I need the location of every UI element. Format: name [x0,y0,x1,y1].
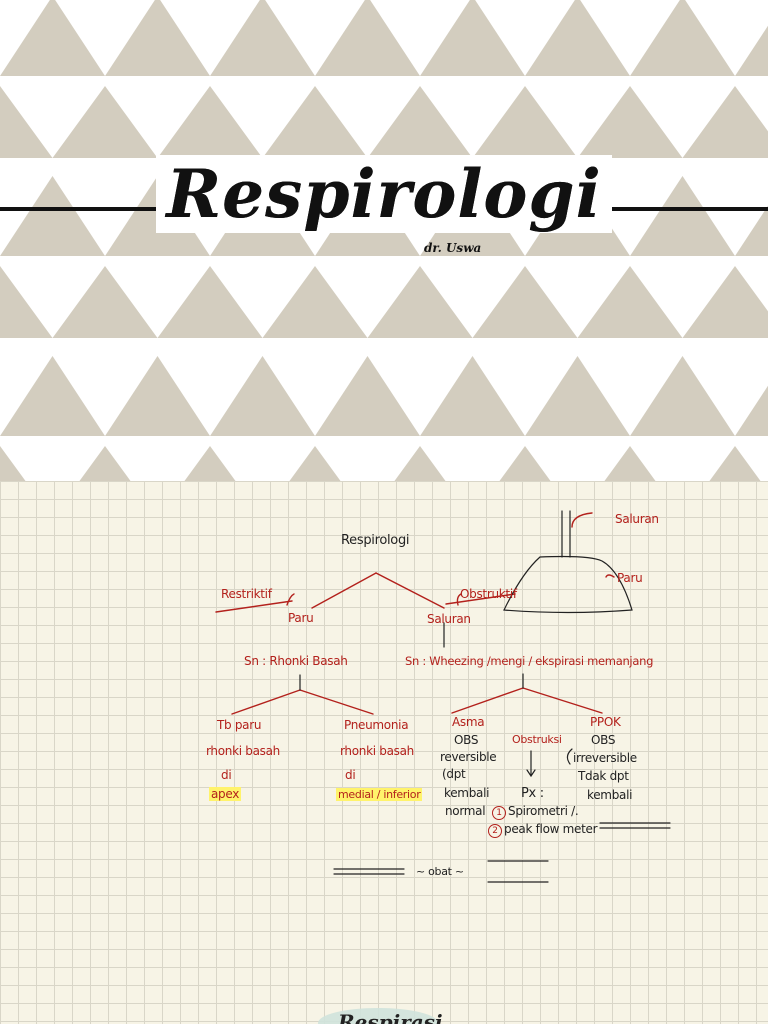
pattern-triangle [394,446,446,481]
node-paru: Paru [288,611,314,625]
node-ppok-line2: irreversible [573,751,637,765]
pattern-triangle [577,266,683,338]
node-sn-left: Sn : Rhonki Basah [244,654,348,668]
pattern-triangle [472,86,578,158]
pattern-triangle [367,266,473,338]
pattern-triangle [184,446,236,481]
branch-line-paru [311,572,377,609]
pattern-triangle [682,266,768,338]
node-pneumonia-line2: di [345,768,356,782]
lung-label-saluran: Saluran [615,512,659,526]
branch-line-asma [451,687,524,714]
pattern-triangle [0,266,53,338]
branch-line-ppok [522,687,603,714]
node-obstruktif: Obstruktif [460,587,517,601]
node-ppok-title: PPOK [590,715,621,729]
saluran-arrow [571,512,593,528]
restriktif-arrow [286,593,295,606]
node-pneumonia-title: Pneumonia [344,718,409,732]
node-asma-line1: OBS [454,733,479,747]
node-asma-line4: kembali [444,786,490,800]
node-tb-line3: apex [209,787,242,801]
obstruktif-arrow [456,593,462,606]
node-tb-line1: rhonki basah [206,744,280,758]
pattern-triangle [0,86,53,158]
pattern-triangle [735,25,768,76]
cover-section: Respirologi dr. Uswa [0,0,768,481]
pattern-triangle [630,176,735,256]
pattern-triangle [709,446,761,481]
pattern-triangle [262,266,368,338]
pattern-triangle [420,356,525,436]
branch-line-pneumonia [299,689,374,715]
node-asma-title: Asma [452,715,485,729]
pattern-triangle [157,266,263,338]
restriktif-underline [215,600,293,613]
next-page-title: Respirasi [338,1010,443,1024]
pattern-triangle [577,86,683,158]
node-root: Respirologi [341,533,410,548]
pattern-triangle [79,446,131,481]
node-ppok-line3: Tdak dpt [578,769,629,783]
ppok-circle [566,748,573,765]
pattern-triangle [105,0,210,76]
pattern-triangle [525,0,630,76]
pattern-triangle [0,176,105,256]
node-tb-line2: di [221,768,232,782]
pattern-triangle [525,356,630,436]
node-ppok-line1: OBS [591,733,616,747]
pattern-triangle [262,86,368,158]
pattern-triangle [735,205,768,256]
next-title-highlight [318,1008,438,1024]
node-asma-line5: normal [445,804,486,818]
cover-title: Respirologi [0,155,768,233]
pattern-triangle [52,86,158,158]
pattern-triangle [210,0,315,76]
pattern-triangle [157,86,263,158]
node-obstruksi-px: Px : [521,786,544,801]
pattern-triangle [105,356,210,436]
node-asma-line2: reversible [440,750,497,764]
pattern-triangle [630,0,735,76]
node-obstruksi-title: Obstruksi [512,733,562,746]
pattern-triangle [735,385,768,436]
triangle-pattern [0,0,768,481]
lung-sketch [503,555,633,614]
pattern-triangle [210,356,315,436]
lung-label-paru: Paru [617,571,643,585]
pattern-triangle [420,0,525,76]
node-pneumonia-line3: medial / inferior [336,788,423,801]
obstruksi-arrow-head [526,769,536,778]
pattern-triangle [315,356,420,436]
node-asma-line3: (dpt [442,767,466,781]
handwritten-notes: Respirologi Restriktif Obstruktif Paru S… [0,481,768,1024]
node-tb-title: Tb paru [217,718,262,732]
node-restriktif: Restriktif [221,587,272,601]
pattern-triangle [682,86,768,158]
pattern-triangle [630,356,735,436]
branch-line-tb [231,689,301,715]
cover-author: dr. Uswa [424,241,482,255]
paru-arrow [605,574,615,578]
node-saluran: Saluran [427,612,471,626]
pattern-triangle [315,0,420,76]
pattern-triangle [499,446,551,481]
pattern-triangle [289,446,341,481]
pattern-triangle [472,266,578,338]
node-ppok-line4: kembali [587,788,633,802]
pattern-triangle [604,446,656,481]
pattern-triangle [367,86,473,158]
node-pneumonia-line1: rhonki basah [340,744,414,758]
branch-line-saluran [375,572,445,609]
node-obat: ~ obat ~ [416,865,464,878]
pattern-triangle [0,0,105,76]
pattern-triangle [0,356,105,436]
pattern-triangle [52,266,158,338]
mindmap-lines [215,510,671,883]
pattern-triangle [0,446,26,481]
node-sn-right: Sn : Wheezing /mengi / ekspirasi memanja… [405,654,654,668]
